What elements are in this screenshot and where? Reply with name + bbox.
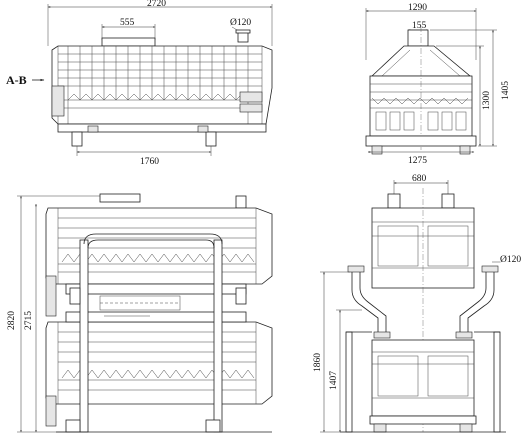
inlet-neck: [407, 29, 429, 47]
support-frame: [69, 233, 247, 433]
inlet-width-dimension: 555: [120, 18, 135, 28]
overall-height-dimension: 2820: [7, 311, 17, 330]
inlet-width-dimension-front: 155: [412, 21, 427, 31]
outlet-diameter-label-front: Ø120: [500, 255, 521, 265]
upper-inlet: [99, 193, 141, 203]
frame-height-dimension: 2715: [24, 311, 34, 330]
body-height-dimension: 1300: [482, 91, 492, 110]
outlet-pipes: [347, 265, 499, 339]
overall-width-dimension: 2720: [147, 0, 166, 9]
left-inlet: [387, 193, 401, 209]
total-height-dimension: 1405: [501, 81, 511, 100]
base-width-dimension-front: 1275: [408, 156, 427, 166]
top-left-view: 2720 555 Ø120: [6, 0, 273, 167]
outlet-diameter-label: Ø120: [230, 18, 251, 28]
overall-width-dimension-front: 1290: [408, 3, 427, 13]
bottom-right-view: 680 Ø120: [313, 174, 521, 433]
outlet-pipe: [237, 31, 249, 43]
base-width-dimension: 1760: [140, 157, 159, 167]
lower-sifter-front: [371, 339, 475, 417]
outlet-height-dimension: 1860: [313, 353, 323, 372]
inlet-spacing-dimension: 680: [412, 174, 427, 184]
foot-right: [205, 131, 217, 147]
right-inlet: [441, 193, 455, 209]
bottom-left-view: 2820 2715: [7, 193, 273, 433]
section-marker-label: A-B: [6, 73, 27, 87]
side-spout-left: [51, 85, 65, 117]
frame-height-dimension-front: 1407: [329, 371, 339, 390]
top-right-view: 1290 155 1275: [365, 3, 511, 166]
foot-left: [71, 131, 83, 147]
inlet-hopper: [101, 37, 156, 47]
sifter-body: [51, 45, 273, 125]
